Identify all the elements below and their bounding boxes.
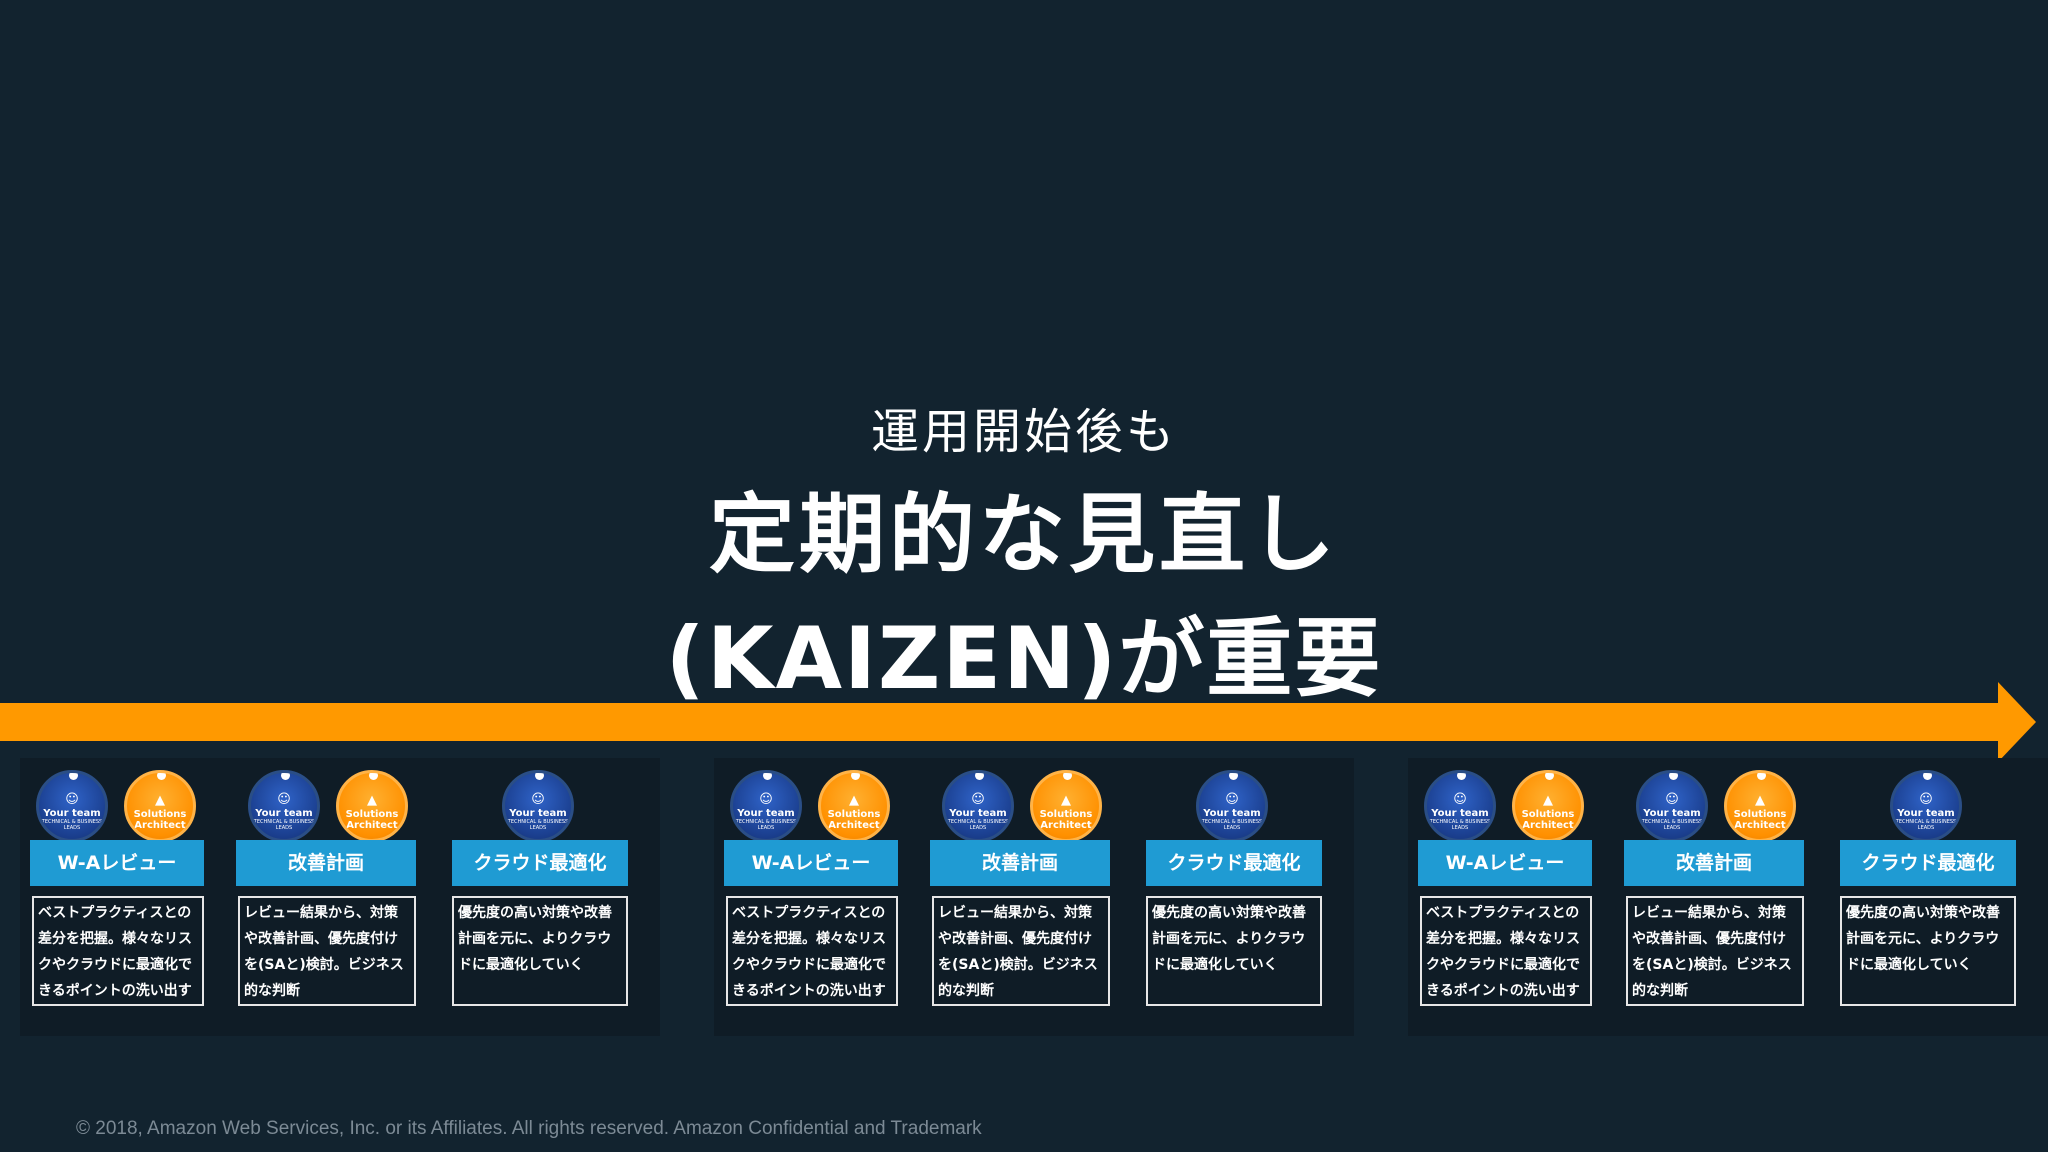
step-title: 改善計画 [1624, 840, 1804, 886]
step-description: 優先度の高い対策や改善計画を元に、よりクラウドに最適化していく [1146, 896, 1322, 1006]
step-description: ベストプラクティスとの差分を把握。様々なリスクやクラウドに最適化できるポイントの… [32, 896, 204, 1006]
step-description: ベストプラクティスとの差分を把握。様々なリスクやクラウドに最適化できるポイントの… [1420, 896, 1592, 1006]
step-title: W-Aレビュー [30, 840, 204, 886]
step-description: レビュー結果から、対策や改善計画、優先度付けを(SAと)検討。ビジネス的な判断 [932, 896, 1110, 1006]
headline-line-2: (KAIZEN)が重要 [665, 609, 1383, 709]
step-description: 優先度の高い対策や改善計画を元に、よりクラウドに最適化していく [1840, 896, 2016, 1006]
step-description: 優先度の高い対策や改善計画を元に、よりクラウドに最適化していく [452, 896, 628, 1006]
step-title: 改善計画 [930, 840, 1110, 886]
copyright-footer: © 2018, Amazon Web Services, Inc. or its… [76, 1118, 982, 1139]
subtitle: 運用開始後も [870, 404, 1177, 460]
step-description: レビュー結果から、対策や改善計画、優先度付けを(SAと)検討。ビジネス的な判断 [238, 896, 416, 1006]
step-title: W-Aレビュー [724, 840, 898, 886]
step-title: クラウド最適化 [452, 840, 628, 886]
step-title: クラウド最適化 [1146, 840, 1322, 886]
step-description: ベストプラクティスとの差分を把握。様々なリスクやクラウドに最適化できるポイントの… [726, 896, 898, 1006]
step-title: クラウド最適化 [1840, 840, 2016, 886]
timeline-arrow-bar [0, 703, 2002, 741]
headline-line-1: 定期的な見直し [709, 485, 1339, 585]
step-description: レビュー結果から、対策や改善計画、優先度付けを(SAと)検討。ビジネス的な判断 [1626, 896, 1804, 1006]
step-title: W-Aレビュー [1418, 840, 1592, 886]
step-title: 改善計画 [236, 840, 416, 886]
timeline-arrow-head [1998, 682, 2036, 762]
